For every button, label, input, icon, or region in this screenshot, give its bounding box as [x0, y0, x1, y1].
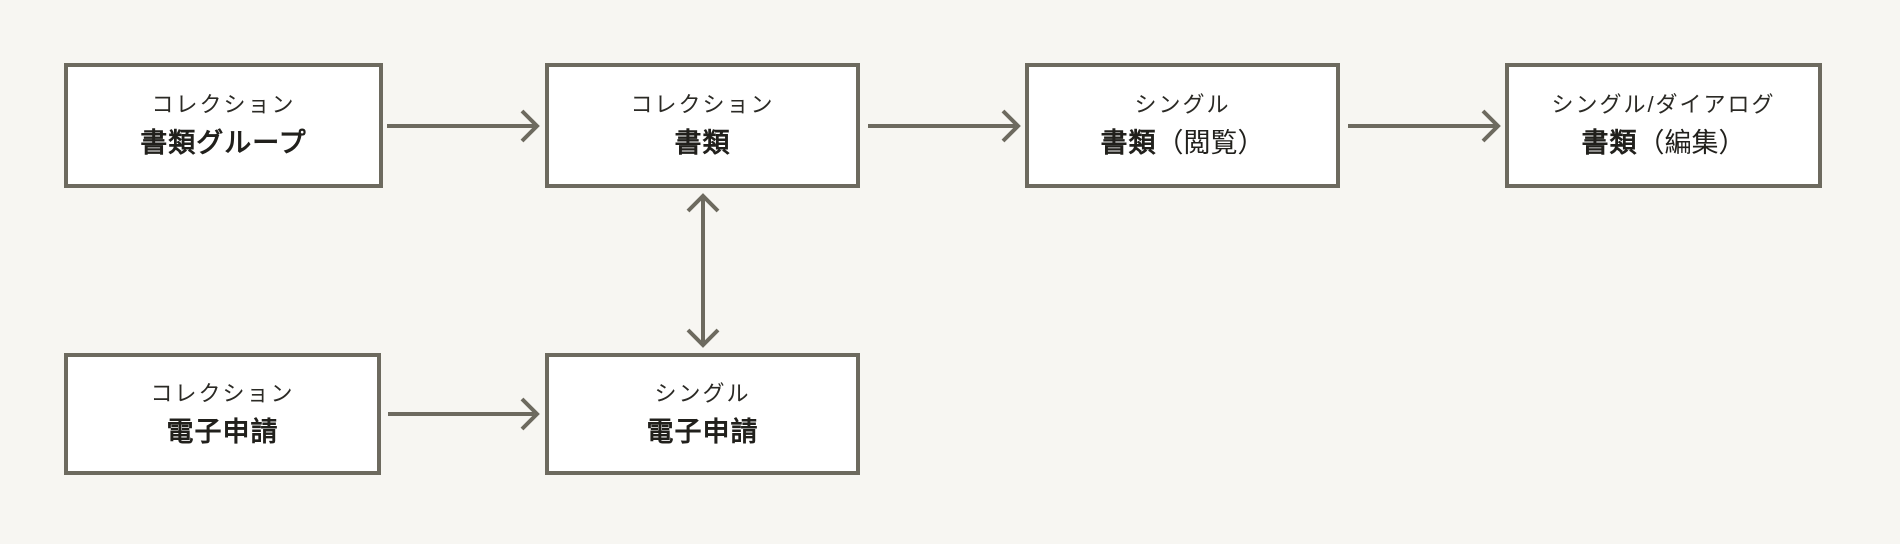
node-kind-label: コレクション: [630, 92, 775, 117]
node-single-e-application: シングル 電子申請: [545, 353, 860, 475]
node-title: 書類グループ: [140, 130, 306, 157]
node-title-suffix: （閲覧）: [1156, 128, 1265, 158]
node-title-main: 書類グループ: [140, 128, 307, 158]
node-title: 書類（閲覧）: [1101, 130, 1265, 157]
node-kind-label: コレクション: [150, 380, 295, 406]
node-title-suffix: （編集）: [1637, 128, 1746, 158]
node-kind-label: シングル: [1134, 92, 1231, 117]
node-kind-label: シングル/ダイアログ: [1551, 92, 1776, 117]
arrow-e-application-to-single-e-application: [388, 397, 540, 431]
node-title: 電子申請: [166, 416, 279, 447]
node-title-main: 書類: [1581, 128, 1638, 158]
node-single-dialog-document-edit: シングル/ダイアログ 書類（編集）: [1505, 63, 1822, 188]
node-kind-label: シングル: [654, 380, 751, 406]
node-title: 書類（編集）: [1582, 130, 1746, 157]
node-title-main: 書類: [674, 128, 731, 158]
node-title-main: 電子申請: [646, 416, 759, 447]
node-title-main: 書類: [1100, 128, 1157, 158]
node-collection-document: コレクション 書類: [545, 63, 860, 188]
node-title-main: 電子申請: [166, 416, 279, 447]
arrow-document-group-to-document: [387, 109, 540, 143]
node-title: 電子申請: [646, 416, 759, 447]
arrow-document-view-to-document-edit: [1348, 109, 1501, 143]
node-collection-document-group: コレクション 書類グループ: [64, 63, 383, 188]
node-single-document-view: シングル 書類（閲覧）: [1025, 63, 1340, 188]
arrow-document-to-e-application-two-way: [686, 193, 720, 348]
arrow-document-to-document-view: [868, 109, 1021, 143]
node-collection-e-application: コレクション 電子申請: [64, 353, 381, 475]
node-kind-label: コレクション: [151, 92, 296, 117]
node-title: 書類: [675, 130, 731, 157]
